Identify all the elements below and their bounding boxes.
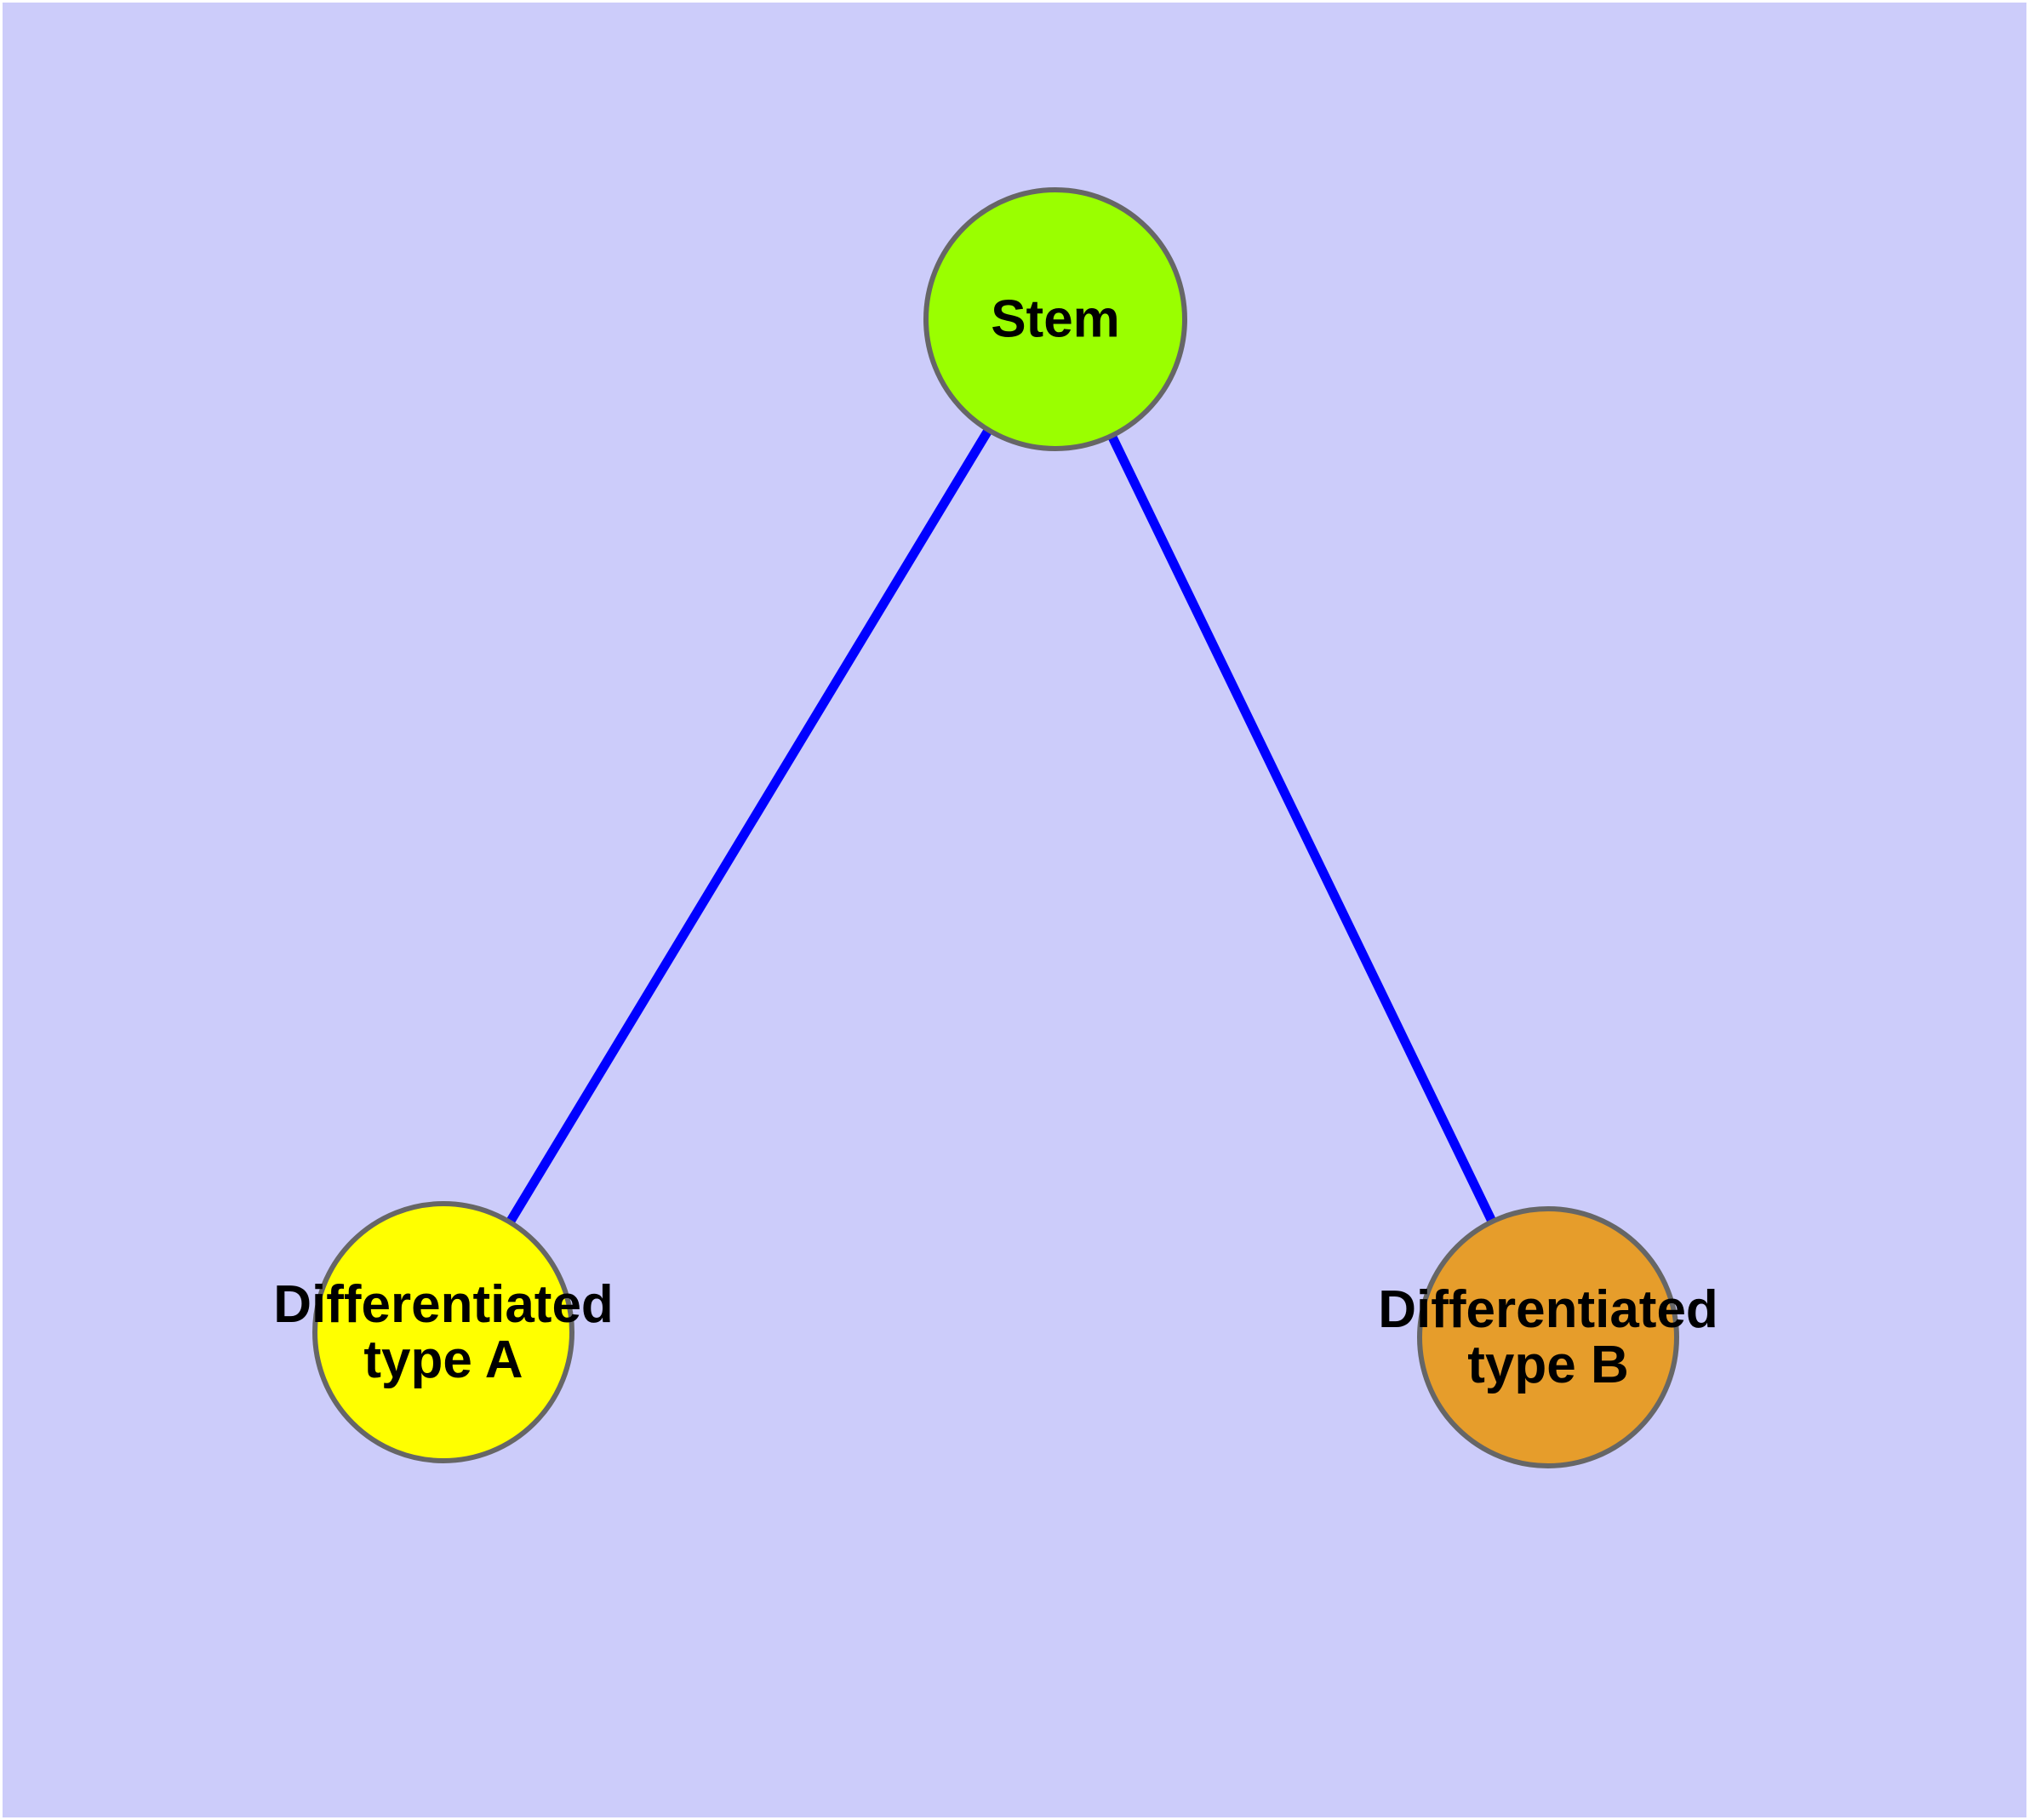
graph-node-diff_b[interactable] [1417, 1206, 1679, 1468]
node-layer [312, 187, 1679, 1468]
edge-layer [506, 427, 1497, 1225]
graph-edge [506, 427, 993, 1225]
graph-node-diff_a[interactable] [312, 1201, 574, 1463]
graph-edge [1107, 433, 1497, 1224]
graph-node-stem[interactable] [923, 187, 1187, 451]
